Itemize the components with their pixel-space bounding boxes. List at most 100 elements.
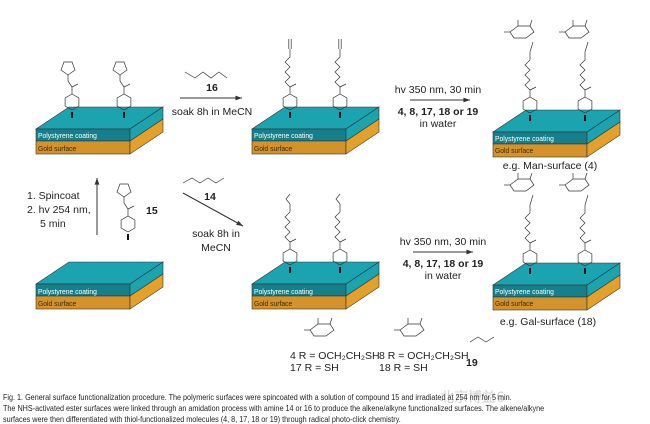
bare-surface-block-gold-side (129, 273, 164, 310)
gold-label: Gold surface (38, 299, 77, 308)
compound-4-structure-hydroxymethyl (329, 317, 333, 325)
man-linker-1-sugar-pyranose-ring (509, 25, 535, 39)
gal-linker-1-fluorophenyl-ring (522, 249, 538, 267)
polystyrene-label: Polystyrene coating (254, 287, 313, 296)
man-linker-2-carbonyl-oxygen (584, 86, 592, 91)
polystyrene-label: Polystyrene coating (495, 287, 554, 296)
gal-linker-1-sugar-pyranose-ring (509, 178, 535, 192)
alkene-coupling-arrow (182, 192, 244, 227)
gal-linker-2-sugar-hydroxymethyl (584, 172, 588, 180)
gold-label: Gold surface (254, 299, 293, 308)
gold-label: Gold surface (38, 144, 77, 153)
gal-linker-2-thioether-bond (584, 194, 589, 206)
man-linker-1-sugar-hydroxymethyl (529, 19, 533, 27)
man-linker-1-fluorophenyl-ring (522, 96, 538, 114)
thiol-list-top: 4, 8, 17, 18 or 19 (397, 106, 479, 118)
gal-linker-2-carbonyl-oxygen (584, 239, 592, 244)
nhs-surface-block-gold-side (129, 118, 164, 155)
irradiation-time: 5 min (40, 218, 66, 230)
compound-14-label: 14 (204, 191, 216, 203)
nhs-ester-1-carbonyl-oxygen (71, 83, 79, 88)
click-arrow-top-head (463, 97, 470, 103)
polystyrene-label: Polystyrene coating (495, 134, 554, 143)
alkyne-linker-1-carbonyl-oxygen (289, 83, 297, 88)
alkyne-surface-block-gold-side (345, 118, 380, 155)
caption-line-2: The NHS-activated ester surfaces were li… (3, 403, 545, 413)
alkene-condition-solvent: MeCN (201, 242, 231, 254)
gal-linker-2-peg-linker (579, 205, 586, 244)
man-linker-2-sugar-hydroxymethyl (584, 19, 588, 27)
compound-18-label: 18 R = SH (379, 362, 428, 374)
click-arrow-bottom-head (466, 249, 473, 255)
alkene-linker-1-alkene (285, 193, 291, 205)
compound-17-label: 17 R = SH (290, 362, 339, 374)
compound-14-structure (182, 177, 225, 184)
man-linker-2-sugar-pyranose-ring (564, 25, 590, 39)
man-linker-2-thioether-bond (584, 41, 589, 53)
gold-label: Gold surface (495, 146, 534, 155)
man-linker-1-peg-linker (524, 52, 531, 91)
caption-line-3: surfaces were then differentiated with t… (3, 414, 401, 424)
man-surface-label: e.g. Man-surface (4) (502, 160, 598, 172)
compound-4-structure-pyranose-ring (309, 323, 335, 337)
gold-label: Gold surface (495, 299, 534, 308)
click-condition-top: hv 350 nm, 30 min (394, 84, 482, 96)
man-linker-2-fluorophenyl-ring (577, 96, 593, 114)
compound-19-structure (469, 336, 495, 343)
nhs-ester-2-fluorophenyl-ring (116, 93, 132, 111)
alkene-condition: soak 8h in (192, 228, 240, 240)
compound-8-structure-pyranose-ring (399, 323, 425, 337)
compound-4-label: 4 R = OCH₂CH₂SH (290, 350, 380, 362)
man-linker-1-carbonyl-oxygen (529, 86, 537, 91)
alkyne-linker-1-fluorophenyl-ring (282, 93, 298, 111)
compound-15-structure-ester-bond (123, 202, 129, 210)
compound-19-label: 19 (466, 357, 478, 369)
polystyrene-label: Polystyrene coating (38, 131, 97, 140)
compound-15-structure-carbonyl-oxygen (127, 205, 135, 210)
man-linker-2-peg-linker (579, 52, 586, 91)
nhs-ester-2-carbonyl-oxygen (123, 83, 131, 88)
alkyne-linker-1-peg-linker (284, 49, 291, 88)
alkyne-linker-2-peg-linker (334, 49, 341, 88)
alkyne-linker-2-fluorophenyl-ring (332, 93, 348, 111)
alkene-linker-1-peg-linker (284, 204, 291, 243)
gal-linker-1-peg-linker (524, 205, 531, 244)
compound-8-label: 8 R = OCH₂CH₂SH (379, 350, 469, 362)
spincoat-step: 1. Spincoat (27, 190, 80, 202)
click-condition-bottom: hv 350 nm, 30 min (399, 236, 487, 248)
compound-15-structure-fluorophenyl-ring (120, 215, 136, 233)
alkene-coupling-arrow-head (236, 220, 243, 226)
alkene-linker-1-carbonyl-oxygen (289, 238, 297, 243)
man-surface-block-gold-side (586, 121, 621, 158)
compound-15-label: 15 (146, 205, 158, 217)
spincoat-arrow-head (94, 178, 100, 185)
solvent-top: in water (419, 118, 457, 130)
gal-surface-block-gold-side (586, 274, 621, 311)
alkene-linker-2-fluorophenyl-ring (332, 248, 348, 266)
nhs-ester-2-ester-bond (119, 80, 125, 88)
compound-15-structure-succinimide-ring (116, 183, 132, 198)
gal-linker-2-fluorophenyl-ring (577, 249, 593, 267)
compound-8-structure-hydroxymethyl (419, 317, 423, 325)
gal-linker-2-sugar-pyranose-ring (564, 178, 590, 192)
watermark: 北京博益6 (440, 390, 505, 406)
gal-linker-1-sugar-hydroxymethyl (529, 172, 533, 180)
alkyne-coupling-arrow-head (235, 95, 242, 101)
alkene-surface-block-gold-side (345, 273, 380, 310)
alkene-linker-1-fluorophenyl-ring (282, 248, 298, 266)
irradiation-step: 2. hv 254 nm, (27, 204, 91, 216)
nhs-ester-1-fluorophenyl-ring (64, 93, 80, 111)
gold-label: Gold surface (254, 144, 293, 153)
alkene-linker-2-peg-linker (334, 204, 341, 243)
gal-linker-1-carbonyl-oxygen (529, 239, 537, 244)
nhs-ester-1-succinimide-ring (60, 61, 76, 76)
solvent-bottom: in water (424, 270, 462, 282)
alkyne-condition: soak 8h in MeCN (171, 106, 253, 118)
caption-line-1: Fig. 1. General surface functionalizatio… (3, 392, 512, 402)
compound-16-label: 16 (206, 82, 218, 94)
alkyne-linker-2-carbonyl-oxygen (339, 83, 347, 88)
gal-linker-1-thioether-bond (529, 194, 534, 206)
gal-surface-label: e.g. Gal-surface (18) (499, 316, 597, 328)
